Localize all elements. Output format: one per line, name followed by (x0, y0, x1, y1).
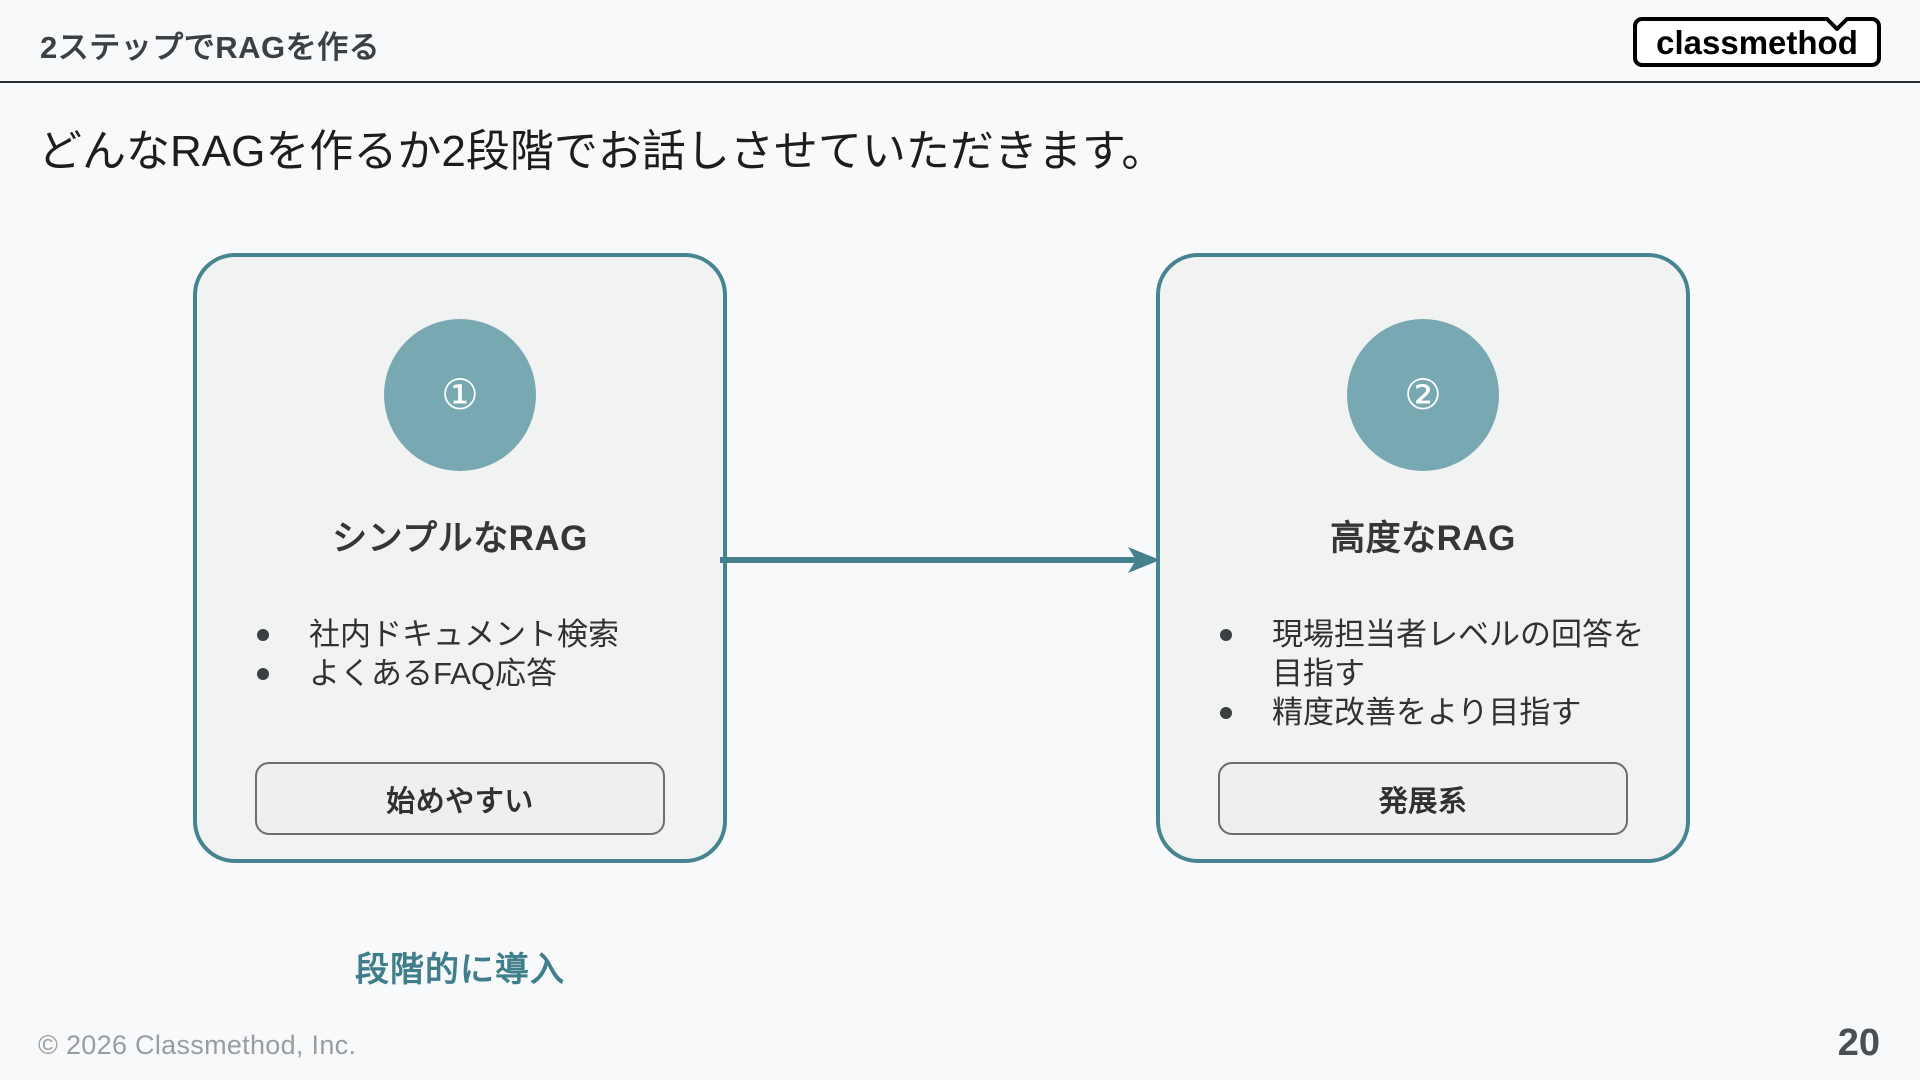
step-number-2: ② (1404, 370, 1442, 419)
list-item: 現場担当者レベルの回答を目指す (1212, 615, 1668, 693)
header-divider (0, 81, 1920, 83)
bullet-text: 現場担当者レベルの回答を目指す (1272, 617, 1644, 691)
bullet-text: 社内ドキュメント検索 (309, 617, 619, 652)
card-badge-2[interactable]: 発展系 (1218, 762, 1628, 835)
step-number-1: ① (441, 370, 479, 419)
bullet-text: 精度改善をより目指す (1272, 695, 1582, 730)
bullet-text: よくあるFAQ応答 (309, 656, 558, 691)
arrow-right-icon (720, 547, 1160, 573)
step-number-badge-1: ① (384, 319, 536, 471)
page-number: 20 (1837, 1022, 1880, 1064)
bullet-dot-icon (257, 629, 269, 641)
step-number-badge-2: ② (1347, 319, 1499, 471)
card-simple-rag[interactable]: ① シンプルなRAG 社内ドキュメント検索 よくあるFAQ応答 始めやすい (193, 253, 727, 863)
bullet-dot-icon (1220, 629, 1232, 641)
footer-copyright: © 2026 Classmethod, Inc. (38, 1030, 357, 1060)
list-item: 精度改善をより目指す (1212, 693, 1668, 732)
card-advanced-rag[interactable]: ② 高度なRAG 現場担当者レベルの回答を目指す 精度改善をより目指す 発展系 (1156, 253, 1690, 863)
bullet-dot-icon (257, 668, 269, 680)
card-title-1: シンプルなRAG (332, 519, 588, 558)
classmethod-logo: classmethod (1631, 17, 1883, 67)
bullet-dot-icon (1220, 707, 1232, 719)
card-title-2: 高度なRAG (1330, 519, 1516, 558)
slide-header: 2ステップでRAGを作る classmethod (0, 0, 1920, 83)
logo-wordmark: classmethod (1656, 24, 1858, 61)
card-bullet-list-2: 現場担当者レベルの回答を目指す 精度改善をより目指す (1212, 615, 1668, 732)
page-title: 2ステップでRAGを作る (40, 30, 381, 65)
diagram-caption: 段階的に導入 (355, 951, 565, 989)
slide-subtitle: どんなRAGを作るか2段階でお話しさせていただきます。 (38, 127, 1166, 176)
list-item: よくあるFAQ応答 (249, 654, 705, 693)
card-badge-1[interactable]: 始めやすい (255, 762, 665, 835)
list-item: 社内ドキュメント検索 (249, 615, 705, 654)
card-bullet-list-1: 社内ドキュメント検索 よくあるFAQ応答 (249, 615, 705, 693)
